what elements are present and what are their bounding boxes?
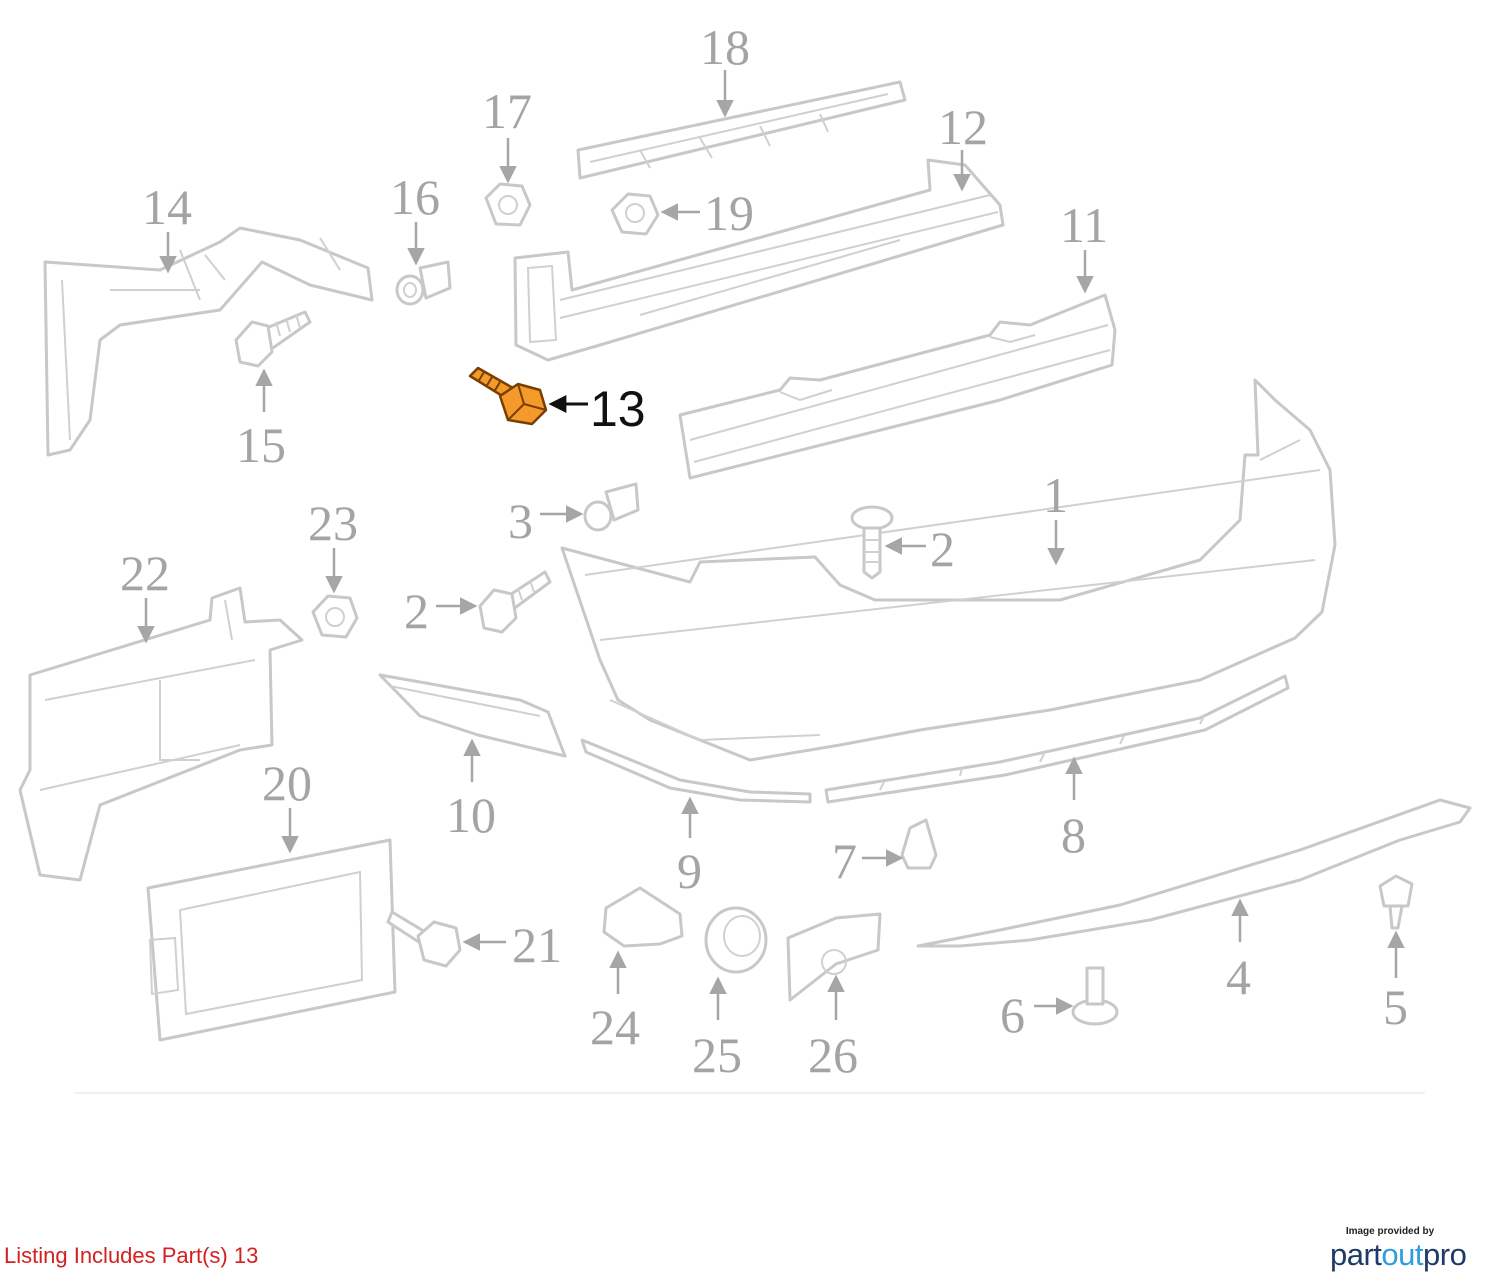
logo-caption: Image provided by [1345,1226,1435,1237]
logo-word-part: part [1330,1237,1382,1272]
logo-word-pro: pro [1423,1237,1467,1272]
callout-26: 26 [808,1027,858,1083]
part-23-nut [311,594,359,639]
callout-14: 14 [142,179,192,235]
callout-10: 10 [446,787,496,843]
callout-17: 17 [482,83,532,139]
part-24-parking-sensor [602,886,684,948]
listing-includes-text: Listing Includes Part(s) 13 [4,1243,259,1268]
part-14-side-bracket [43,226,374,457]
part-15-bolt [234,310,312,368]
callout-11: 11 [1060,197,1108,253]
callout-12: 12 [938,99,988,155]
part-26-sensor-bracket [786,912,882,1002]
callout-16: 16 [390,169,440,225]
partoutpro-logo: Image provided by partoutpro [1330,1226,1490,1274]
part-1-bumper-cover [560,378,1337,762]
part-16-clip [395,260,452,306]
part-9-lower-strip [580,738,812,804]
part-22-bracket [18,586,304,882]
callout-23: 23 [308,495,358,551]
part-10-trim-strip [378,673,567,758]
part-4-lower-valance [916,798,1472,948]
part-17-nut [484,182,532,227]
part-25-grommet [704,906,768,974]
callout-20: 20 [262,755,312,811]
part-6-bolt [1071,966,1119,1026]
callout-7: 7 [832,833,857,889]
part-11-energy-absorber [678,293,1117,480]
callout-22: 22 [120,545,170,601]
callout-9: 9 [677,843,702,899]
part-21-bolt [386,910,462,968]
callout-3: 3 [508,493,533,549]
part-12-reinforcement-bar [513,158,1005,362]
callout-13: 13 [590,381,646,437]
part-19-nut [610,192,660,236]
part-2-bolt-lower [478,570,552,634]
part-7-clip [900,818,938,870]
logo-word-out: out [1381,1237,1424,1272]
callout-21: 21 [512,917,562,973]
part-13-bolt-highlighted [468,366,548,426]
part-18-upper-strip [576,80,907,180]
callout-2-lower: 2 [404,583,429,639]
part-2-push-screw-upper [850,505,894,580]
callout-18: 18 [700,19,750,75]
callout-25: 25 [692,1027,742,1083]
part-5-clip [1378,874,1414,930]
callout-arrows [137,70,1405,1020]
callout-6: 6 [1000,987,1025,1043]
callout-4: 4 [1226,949,1251,1005]
part-20-control-module [146,838,397,1042]
callout-19: 19 [704,185,754,241]
callout-8: 8 [1061,807,1086,863]
part-3-clip [583,482,640,532]
callout-1: 1 [1043,467,1068,523]
callout-labels: 18 12 11 14 16 17 19 15 13 3 1 2 23 22 2… [120,19,1408,1083]
part-8-lower-strip [824,674,1290,804]
callout-2-upper: 2 [930,521,955,577]
logo-wordmark: partoutpro [1330,1237,1467,1273]
callout-24: 24 [590,999,640,1055]
callout-15: 15 [236,417,286,473]
callout-5: 5 [1383,979,1408,1035]
